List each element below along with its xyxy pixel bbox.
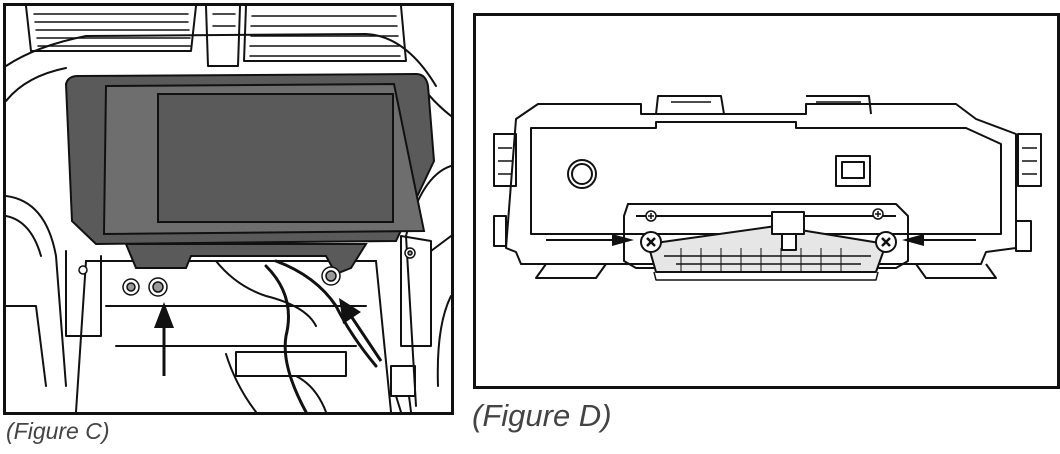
figure-d-caption: (Figure D) <box>472 398 612 433</box>
small-screw-left <box>645 210 657 222</box>
screw-left <box>148 277 168 297</box>
screw-right <box>321 266 341 286</box>
screw-left-outer <box>122 278 140 296</box>
arrow-up-right <box>339 298 383 362</box>
left-air-vent <box>25 6 197 52</box>
arrow-right <box>546 234 634 246</box>
arrow-left <box>902 234 976 246</box>
screw-right-outer <box>404 247 416 259</box>
figure-d-panel <box>473 13 1060 389</box>
figure-c-panel <box>3 3 454 415</box>
figure-c-illustration <box>6 6 451 412</box>
radio-screen <box>157 93 394 223</box>
arrow-up-left <box>154 302 174 376</box>
release-clip <box>647 225 887 273</box>
right-air-vent <box>243 6 407 62</box>
screw-left <box>640 231 662 253</box>
screw-right <box>875 231 897 253</box>
radio-unit <box>64 72 436 276</box>
figure-d-illustration <box>493 95 1042 281</box>
small-screw-right <box>872 208 884 220</box>
figure-c-caption: (Figure C) <box>6 418 110 444</box>
